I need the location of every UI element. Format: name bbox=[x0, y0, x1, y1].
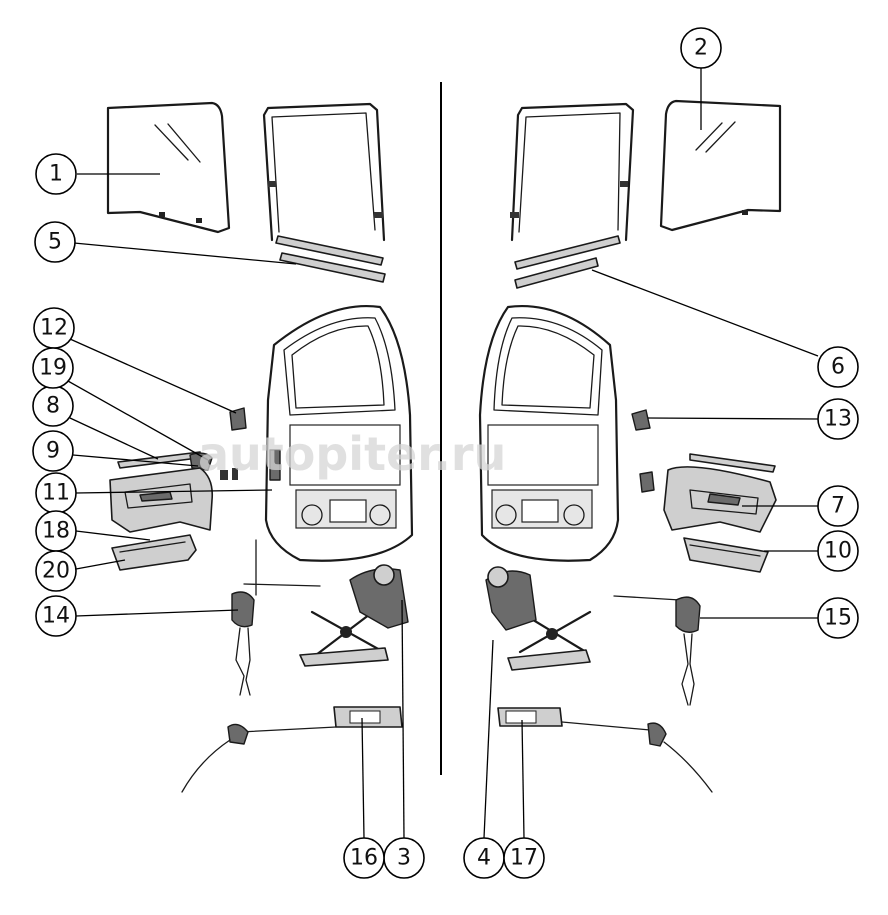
svg-text:15: 15 bbox=[824, 606, 852, 631]
callout-18: 18 bbox=[35, 510, 77, 552]
right-map-pocket bbox=[683, 537, 769, 573]
right-door-shell bbox=[478, 305, 620, 562]
right-door-lock bbox=[497, 707, 713, 793]
callout-11: 11 bbox=[35, 472, 77, 514]
left-glass-run-channel bbox=[262, 102, 386, 242]
left-door-trim-panel bbox=[109, 467, 214, 533]
svg-text:11: 11 bbox=[42, 481, 70, 506]
svg-text:14: 14 bbox=[42, 604, 70, 629]
callout-14: 14 bbox=[35, 595, 77, 637]
left-door-glass bbox=[106, 101, 231, 234]
svg-text:17: 17 bbox=[510, 846, 538, 871]
callout-17: 17 bbox=[503, 837, 545, 879]
svg-text:9: 9 bbox=[46, 439, 60, 464]
svg-text:16: 16 bbox=[350, 846, 378, 871]
right-glass-run-channel bbox=[510, 102, 635, 242]
left-door-shell bbox=[264, 305, 414, 562]
svg-text:7: 7 bbox=[831, 494, 845, 519]
right-belt-moulding-strips bbox=[514, 235, 621, 289]
callout-8: 8 bbox=[32, 385, 74, 427]
svg-text:1: 1 bbox=[49, 162, 63, 187]
svg-text:13: 13 bbox=[824, 407, 852, 432]
svg-text:19: 19 bbox=[39, 356, 67, 381]
right-small-parts bbox=[631, 409, 776, 493]
svg-text:18: 18 bbox=[42, 519, 70, 544]
callout-1: 1 bbox=[35, 153, 77, 195]
svg-text:5: 5 bbox=[48, 230, 62, 255]
callout-7: 7 bbox=[817, 485, 859, 527]
svg-text:autopiter.ru: autopiter.ru bbox=[198, 427, 506, 481]
left-belt-moulding-strips bbox=[275, 235, 386, 283]
callout-3: 3 bbox=[383, 837, 425, 879]
callout-12: 12 bbox=[33, 307, 75, 349]
left-map-pocket bbox=[111, 534, 197, 571]
leader-lines bbox=[67, 68, 819, 839]
svg-text:10: 10 bbox=[824, 539, 852, 564]
callout-2: 2 bbox=[680, 27, 722, 69]
callout-6: 6 bbox=[817, 346, 859, 388]
svg-text:3: 3 bbox=[397, 846, 411, 871]
callout-19: 19 bbox=[32, 347, 74, 389]
svg-text:8: 8 bbox=[46, 394, 60, 419]
svg-text:4: 4 bbox=[477, 846, 491, 871]
right-window-regulator bbox=[485, 566, 592, 671]
callout-13: 13 bbox=[817, 398, 859, 440]
callout-5: 5 bbox=[34, 221, 76, 263]
right-door-trim-panel bbox=[663, 466, 777, 533]
left-door-lock bbox=[181, 706, 403, 793]
callout-20: 20 bbox=[35, 550, 77, 592]
right-door-glass bbox=[659, 99, 782, 232]
left-window-regulator-motor bbox=[231, 539, 321, 696]
callout-4: 4 bbox=[463, 837, 505, 879]
svg-text:20: 20 bbox=[42, 559, 70, 584]
callout-16: 16 bbox=[343, 837, 385, 879]
svg-text:2: 2 bbox=[694, 36, 708, 61]
watermark: autopiter.ru bbox=[198, 427, 506, 481]
svg-text:6: 6 bbox=[831, 355, 845, 380]
callout-15: 15 bbox=[817, 597, 859, 639]
callout-10: 10 bbox=[817, 530, 859, 572]
left-window-regulator bbox=[299, 564, 409, 667]
callout-9: 9 bbox=[32, 430, 74, 472]
svg-text:12: 12 bbox=[40, 316, 68, 341]
right-window-regulator-motor bbox=[613, 595, 701, 706]
